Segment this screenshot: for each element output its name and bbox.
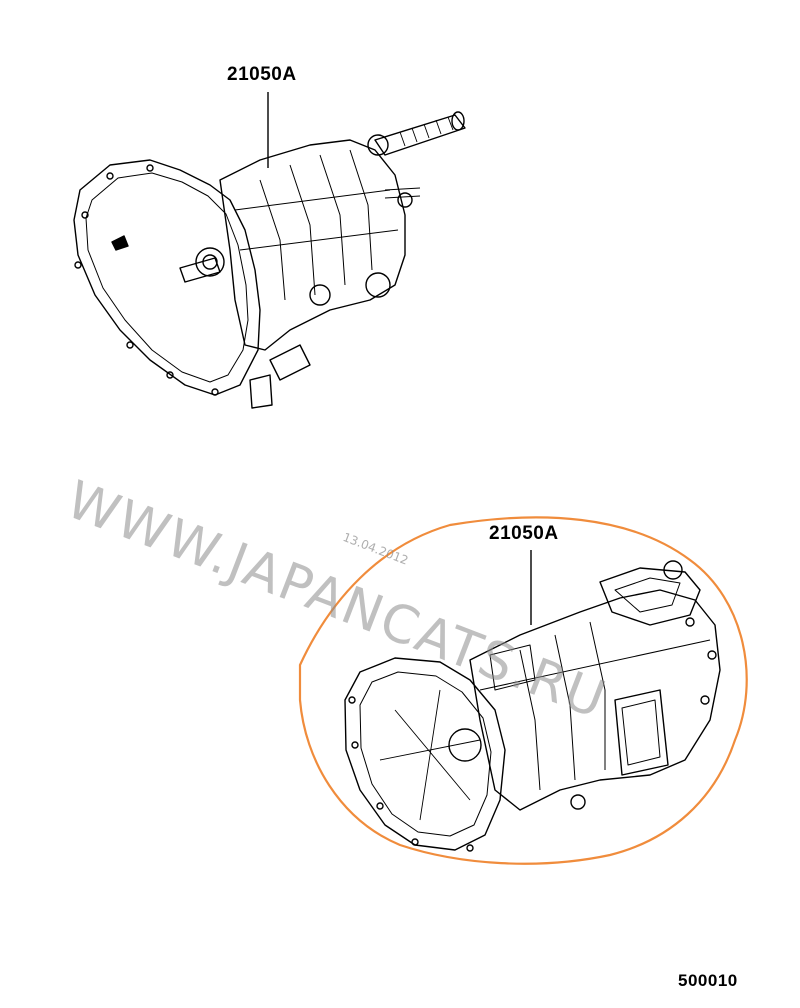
part-label-bottom: 21050A [489,523,559,544]
diagram-code: 500010 [678,971,738,990]
transmission-top [73,92,466,409]
transmission-bottom [344,550,721,852]
highlight-outline [298,516,748,865]
part-label-top: 21050A [227,64,297,85]
